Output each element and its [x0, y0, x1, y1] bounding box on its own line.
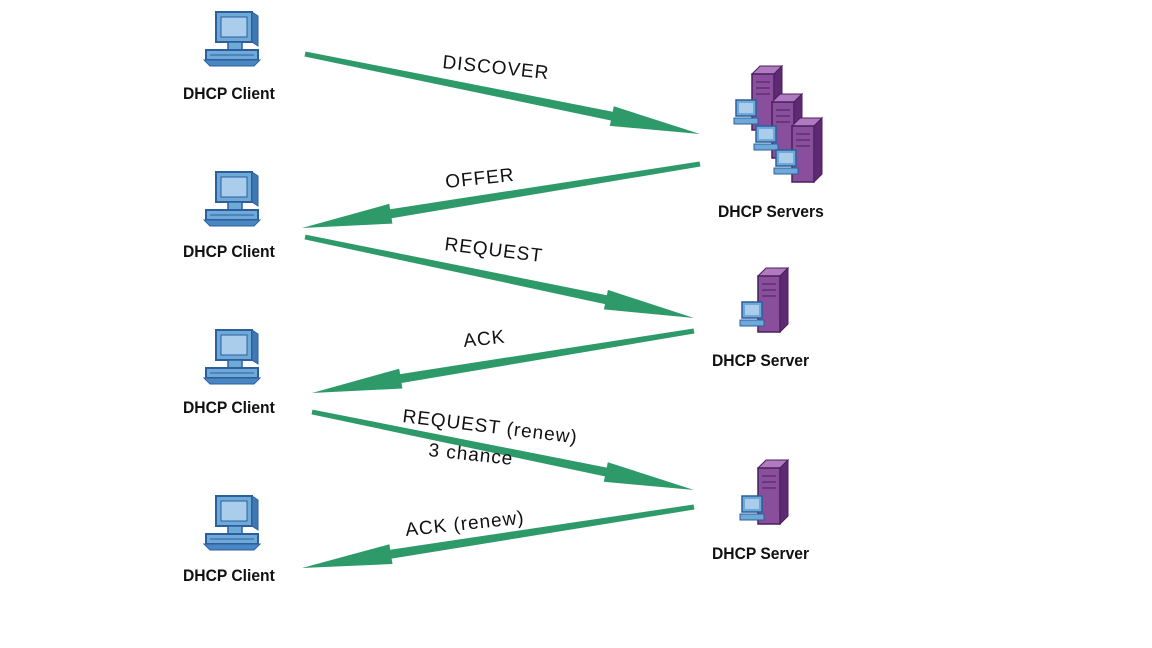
- server-2-tower-icon: [739, 267, 789, 333]
- client-4-computer-icon: [203, 495, 261, 551]
- server-2-label: DHCP Server: [712, 351, 810, 370]
- arrow-offer: [302, 161, 701, 228]
- client-2-label: DHCP Client: [183, 242, 275, 261]
- client-1-label: DHCP Client: [183, 84, 275, 103]
- msg-label-three-chance: 3 chance: [427, 440, 514, 470]
- arrow-request: [304, 234, 694, 318]
- msg-label-offer: OFFER: [444, 165, 515, 193]
- msg-label-ack: ACK: [462, 327, 506, 352]
- client-3-computer-icon: [203, 329, 261, 385]
- msg-label-request: REQUEST: [443, 234, 544, 267]
- server-3-label: DHCP Server: [712, 544, 810, 563]
- client-4-label: DHCP Client: [183, 566, 275, 585]
- server-cluster-icon: [733, 65, 823, 183]
- client-2-computer-icon: [203, 171, 261, 227]
- arrow-ack-renew: [302, 504, 695, 568]
- msg-label-discover: DISCOVER: [441, 52, 550, 84]
- servers-label: DHCP Servers: [718, 202, 824, 221]
- client-3-label: DHCP Client: [183, 398, 275, 417]
- msg-label-request-renew: REQUEST (renew): [401, 406, 578, 448]
- arrow-request-renew: [311, 409, 694, 490]
- client-1-computer-icon: [203, 11, 261, 67]
- arrow-discover: [304, 51, 700, 134]
- arrow-ack: [312, 328, 695, 393]
- server-3-tower-icon: [739, 459, 789, 525]
